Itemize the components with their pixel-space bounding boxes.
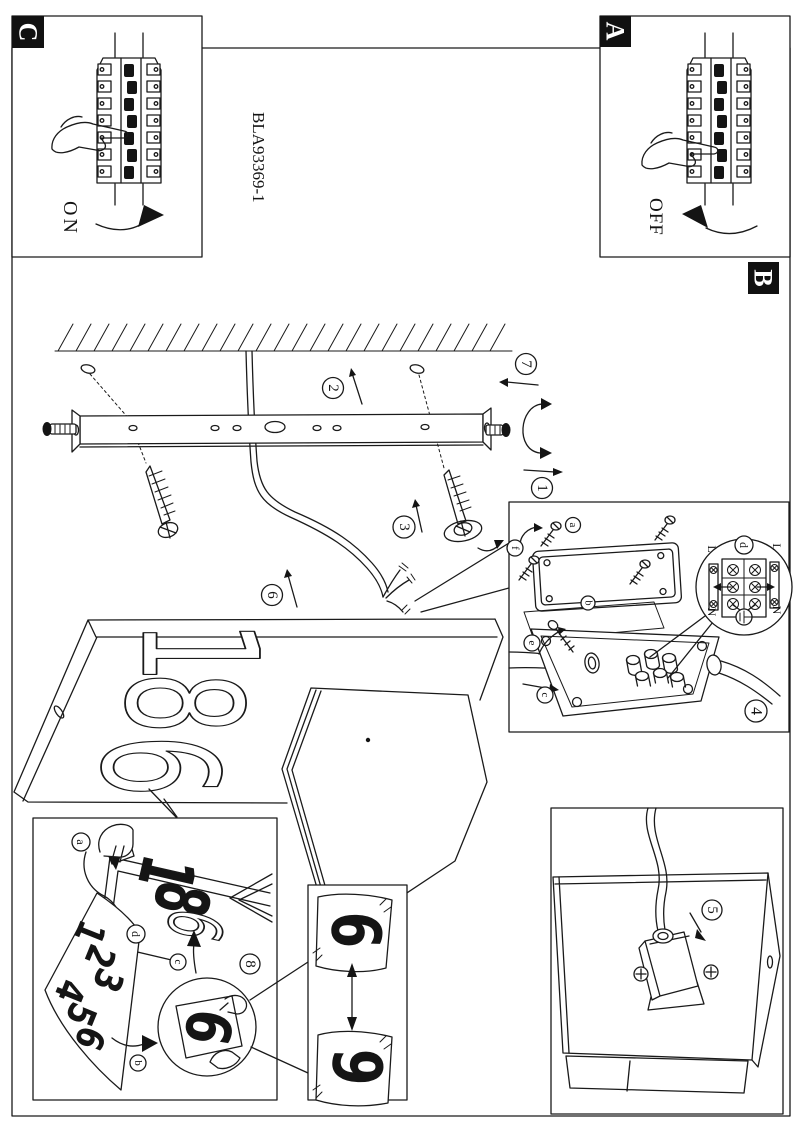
pressing-hand <box>51 121 129 154</box>
svg-text:4: 4 <box>748 707 765 715</box>
peeling-hand <box>98 823 135 870</box>
section-a-label: A <box>601 22 630 41</box>
svg-text:f: f <box>509 546 521 550</box>
power-on-panel: ON C <box>11 15 203 258</box>
svg-text:2: 2 <box>325 384 341 392</box>
breaker-strip <box>686 32 752 206</box>
house-number-panel: 1 8 6 <box>13 618 504 804</box>
substep-a-marker: a <box>564 516 582 534</box>
svg-text:a: a <box>74 839 88 845</box>
breaker-strip <box>96 32 162 206</box>
lamp-body-box <box>281 687 488 943</box>
section-b-label: B <box>749 269 778 286</box>
sticker-orientation-box: 6 9 <box>307 884 408 1107</box>
mounting-bracket <box>71 407 492 453</box>
peel-path-arrow <box>83 851 117 908</box>
step-8-marker: 8 <box>239 953 261 975</box>
substep-a-marker: a <box>71 832 91 852</box>
wire-connectors <box>625 648 687 688</box>
svg-text:8: 8 <box>242 960 258 968</box>
svg-text:1: 1 <box>534 484 550 492</box>
step-7-marker: 7 <box>514 352 538 376</box>
main-installation-figure: 1 8 6 <box>13 323 563 943</box>
svg-text:c: c <box>172 960 184 965</box>
junction-box-inset: L L N N d a f b e c 4 <box>506 501 793 733</box>
svg-text:b: b <box>132 1060 144 1066</box>
alignment-guides <box>80 364 445 469</box>
step-2-marker: 2 <box>321 376 345 400</box>
substep-e-marker: e <box>523 634 541 652</box>
junction-box-body <box>508 619 781 717</box>
off-label: OFF <box>645 198 666 236</box>
wall-screw-left <box>145 465 179 539</box>
bracket-machine-screw-right <box>485 423 511 437</box>
substep-d-marker: d <box>734 535 754 555</box>
sticker-six: 6 <box>315 910 395 950</box>
svg-text:c: c <box>539 693 551 698</box>
pressing-hand <box>641 137 719 170</box>
svg-text:6: 6 <box>264 591 280 599</box>
magnifier-callout-lines <box>249 961 309 1074</box>
section-c-label: C <box>14 23 43 42</box>
svg-text:d: d <box>129 931 143 937</box>
terminal-neutral-label: N <box>705 608 719 617</box>
bracket-machine-screw-left <box>42 422 77 436</box>
terminal-block-detail: L L N N d <box>695 535 793 636</box>
step-1-marker: 1 <box>530 476 554 500</box>
wall-screw-right <box>443 469 504 552</box>
svg-text:d: d <box>737 542 751 548</box>
junction-callout-lines <box>414 542 510 613</box>
rotate-arrow <box>522 403 543 454</box>
panel-digit-8: 8 <box>89 671 275 734</box>
terminal-live-label: L <box>770 543 784 550</box>
switch-on-arrow <box>95 223 141 231</box>
step-arrows <box>284 368 563 608</box>
cable-entry-inset: 5 <box>550 807 784 1115</box>
substep-c-marker: c <box>536 686 554 704</box>
svg-text:e: e <box>526 641 538 646</box>
panel-digit-6: 6 <box>65 734 251 797</box>
section-b-tag: B <box>748 262 779 294</box>
step-5-marker: 5 <box>701 899 723 921</box>
substep-d-marker: d <box>126 924 146 944</box>
flip-arrow <box>111 1037 145 1047</box>
substep-f-marker: f <box>506 539 524 557</box>
terminal-live-label: L <box>705 545 719 552</box>
substep-b-marker: b <box>580 595 596 611</box>
sticker-application-inset: 1 8 6 a 1 2 3 4 5 6 d c 8 6 <box>32 817 278 1101</box>
sticker-detail-callout <box>148 788 178 818</box>
substep-b-marker: b <box>129 1054 147 1072</box>
sticker-nine: 9 <box>316 1047 396 1087</box>
step-4-marker: 4 <box>744 699 768 723</box>
sticker-magnifier: 6 <box>157 977 257 1077</box>
svg-text:3: 3 <box>396 523 412 531</box>
svg-text:a: a <box>567 523 579 528</box>
svg-text:5: 5 <box>704 906 720 914</box>
ceiling-hatch <box>54 323 513 352</box>
step-6-marker: 6 <box>260 583 284 607</box>
on-label: ON <box>59 201 81 236</box>
svg-text:b: b <box>583 601 594 606</box>
panel-digit-1: 1 <box>105 620 291 683</box>
step-3-marker: 3 <box>392 515 416 539</box>
part-number: BLA93369-1 <box>249 112 268 203</box>
power-off-panel: OFF A <box>599 15 791 258</box>
terminal-neutral-label: N <box>770 606 784 615</box>
substep-c-marker: c <box>169 953 187 971</box>
svg-text:7: 7 <box>518 360 534 368</box>
switch-off-arrow <box>705 225 758 235</box>
